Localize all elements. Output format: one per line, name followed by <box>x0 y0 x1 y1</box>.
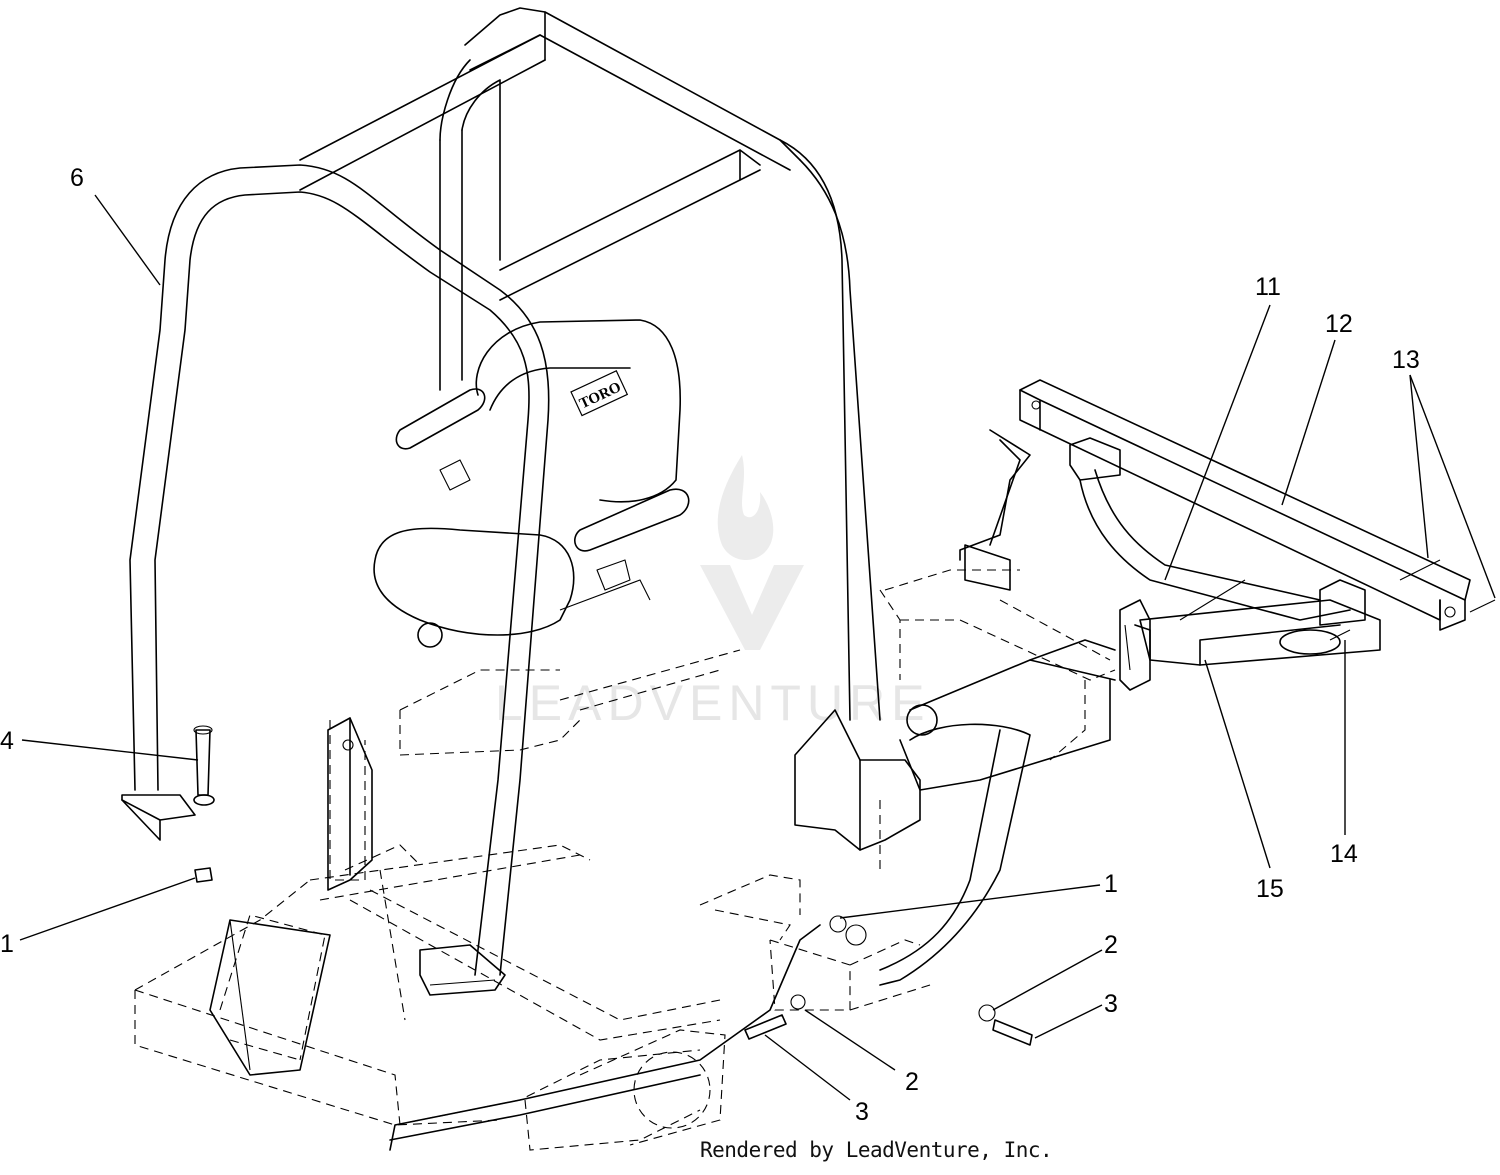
callout-3-lower: 3 <box>855 1098 869 1126</box>
leader-13a <box>1409 374 1429 559</box>
hitch-assembly <box>959 379 1496 691</box>
callouts: 6 4 1 11 12 13 14 15 1 2 3 2 3 <box>0 164 1420 1126</box>
leader-15 <box>1204 659 1271 869</box>
leader-1-right <box>839 884 1101 919</box>
callout-6: 6 <box>70 164 84 192</box>
leadventure-watermark: LEADVENTURE <box>495 455 931 731</box>
leader-13b <box>1409 374 1496 599</box>
render-credit: Rendered by LeadVenture, Inc. <box>700 1138 1053 1162</box>
leader-1-left <box>19 877 196 941</box>
side-panels <box>209 717 373 1076</box>
leader-3-lower <box>764 1034 851 1101</box>
hardware <box>193 725 1033 1046</box>
callout-3-right: 3 <box>1104 990 1118 1018</box>
leader-2-lower <box>804 1009 896 1071</box>
leader-3-right <box>1034 1004 1103 1039</box>
callout-13: 13 <box>1392 346 1420 374</box>
callout-4: 4 <box>0 727 14 755</box>
leader-6 <box>94 194 161 286</box>
leader-4 <box>21 739 199 761</box>
callout-1-left: 1 <box>0 930 14 958</box>
watermark-text: LEADVENTURE <box>495 675 931 731</box>
leader-12 <box>1281 339 1336 506</box>
callout-1-right: 1 <box>1104 870 1118 898</box>
seat: TORO <box>373 319 690 648</box>
callout-11: 11 <box>1255 273 1281 301</box>
rops-rollbar <box>121 7 921 996</box>
callout-12: 12 <box>1325 310 1353 338</box>
callout-2-right: 2 <box>1104 931 1118 959</box>
leader-11 <box>1164 304 1271 581</box>
callout-15: 15 <box>1256 875 1284 903</box>
seat-logo: TORO <box>570 370 629 417</box>
callout-14: 14 <box>1330 840 1358 868</box>
machine-frame <box>134 569 1116 1151</box>
frame-tubes <box>389 639 1116 1151</box>
callout-2-lower: 2 <box>905 1068 919 1096</box>
leader-2-right <box>992 949 1103 1011</box>
leader-lines <box>19 194 1496 1101</box>
